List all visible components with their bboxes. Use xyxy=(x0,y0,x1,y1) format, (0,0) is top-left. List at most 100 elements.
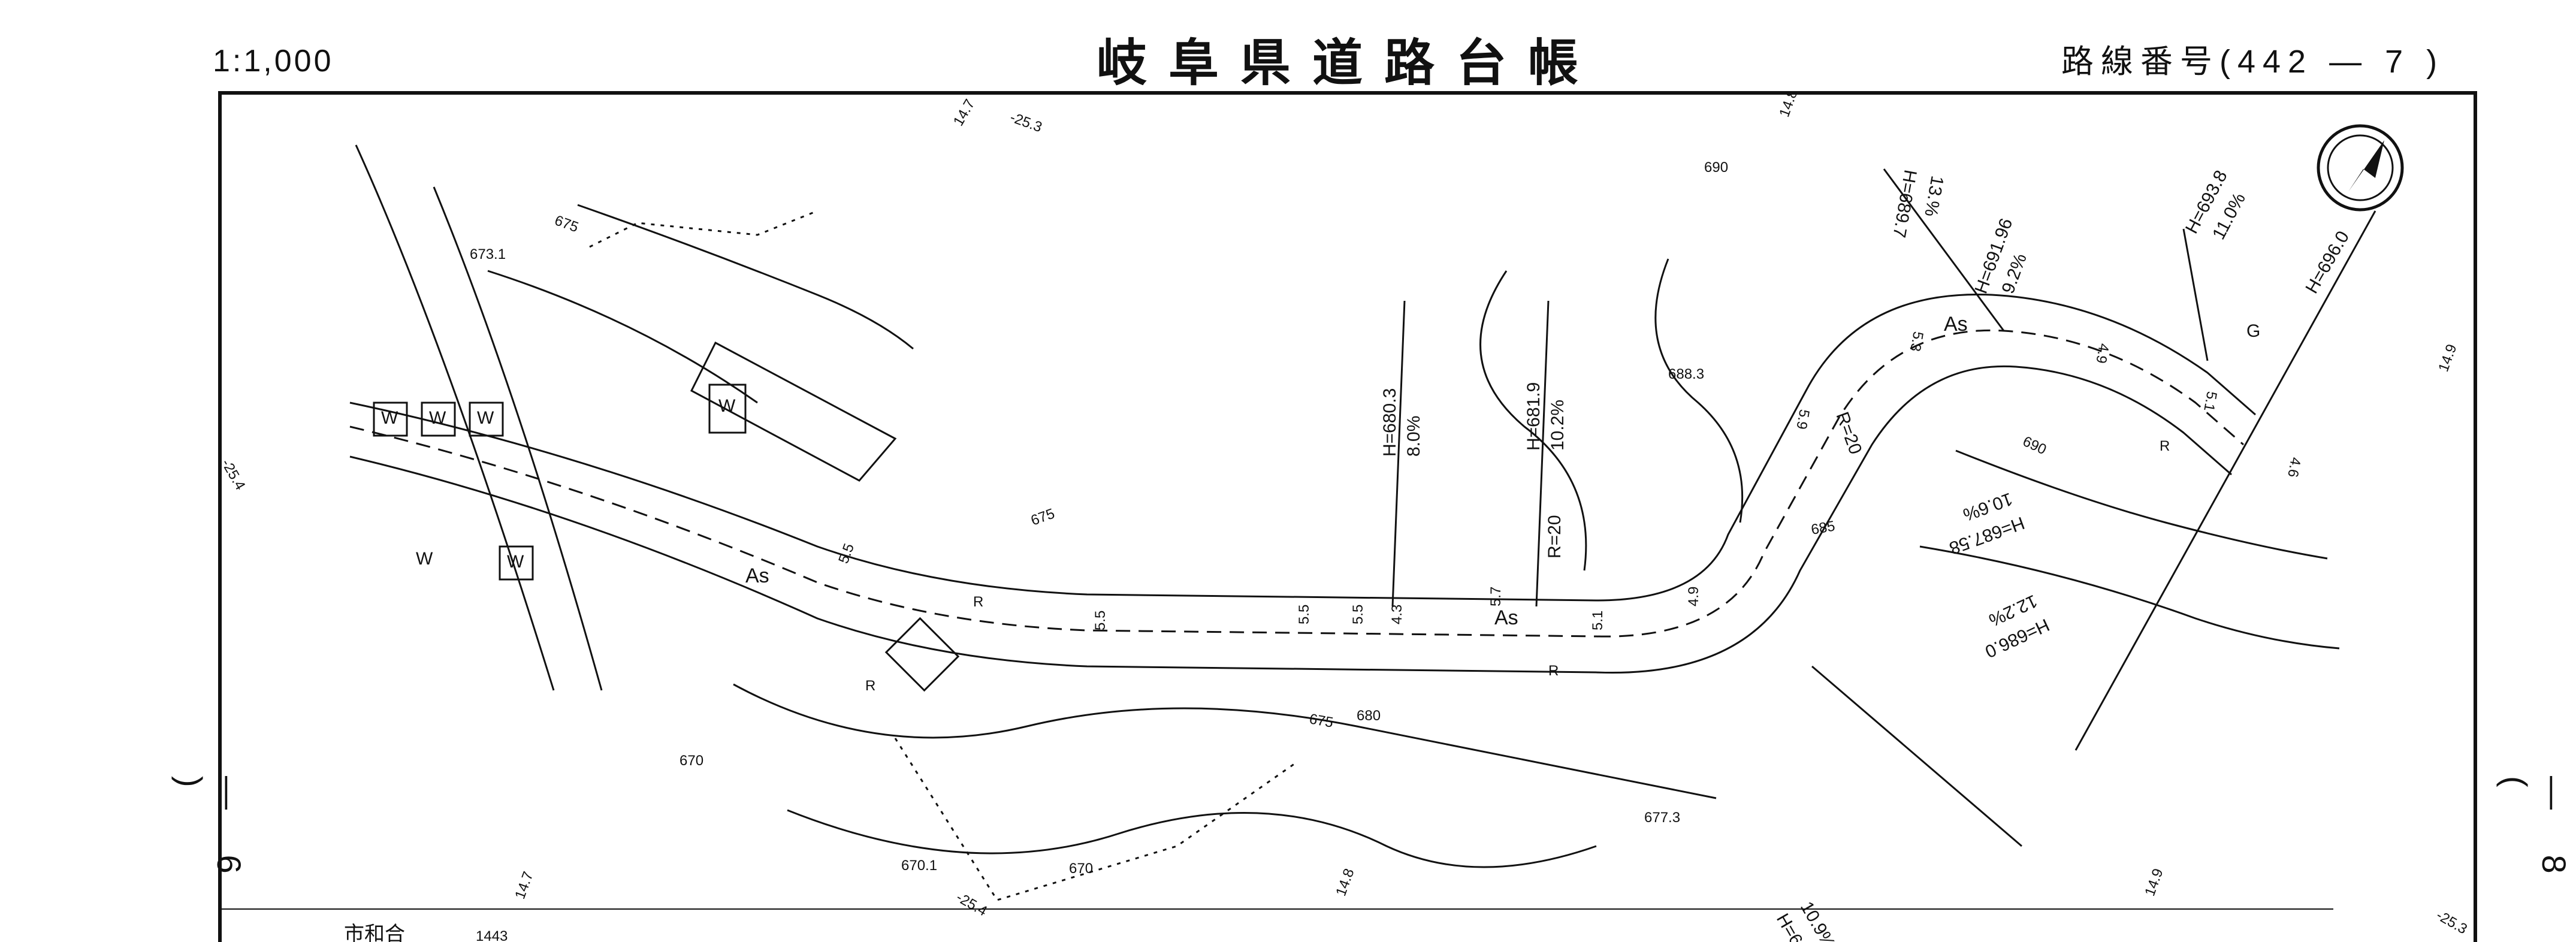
contour-label: 675 xyxy=(1029,506,1057,529)
edge-reference: 14.9 xyxy=(2435,342,2460,374)
road-width: 4.3 xyxy=(1389,605,1405,624)
land-use-label: R xyxy=(1548,663,1559,679)
contour-675 xyxy=(577,204,914,350)
edge-reference: -25.3 xyxy=(2433,907,2470,938)
grade-leader xyxy=(2074,210,2376,751)
road-width: 5.5 xyxy=(1350,605,1366,624)
contour-670-south xyxy=(787,809,1597,868)
grade-leader xyxy=(1883,168,2005,331)
road-centerline xyxy=(349,425,1597,638)
contour-label: 675 xyxy=(1308,711,1334,731)
contour-675-2 xyxy=(487,270,758,404)
grade-percent: 8.0% xyxy=(1404,416,1424,457)
map-scale: 1:1,000 xyxy=(213,44,334,78)
radius-label: R=20 xyxy=(1832,409,1865,457)
grade-leader xyxy=(1535,300,1550,607)
road-width: 5.3 xyxy=(1907,330,1926,353)
land-use-label: W xyxy=(416,549,433,569)
grade-elevation: H=680.3 xyxy=(1380,388,1400,457)
contour-label: 685 xyxy=(1810,518,1836,538)
grade-leader xyxy=(1811,665,2022,847)
road-width: 5.9 xyxy=(1793,408,1812,431)
edge-reference: -25.4 xyxy=(218,457,249,493)
grade-percent: 10.2% xyxy=(1548,400,1568,451)
edge-reference: 14.7 xyxy=(512,869,536,901)
contour-label: 680 xyxy=(1357,708,1381,724)
map-frame xyxy=(218,91,2477,942)
spot-height: 673.1 xyxy=(470,246,506,262)
grade-elevation: H=681.9 xyxy=(1524,382,1544,451)
road-ledger-map: As As As R=20 R=20 H=680.3 8.0% H=681.9 … xyxy=(218,91,2470,942)
grade-leader xyxy=(2182,228,2209,361)
land-use-label: W xyxy=(477,408,494,428)
boundary-dotted xyxy=(589,210,818,248)
road-width: 4.6 xyxy=(2284,456,2303,479)
land-use-label: W xyxy=(429,408,446,428)
surface-label: As xyxy=(1944,313,1968,336)
road-width: 5.5 xyxy=(835,541,857,566)
locality-code: 1443 xyxy=(476,928,508,942)
boundary-dotted xyxy=(894,738,1297,901)
building xyxy=(708,384,747,434)
road-width: 4.9 xyxy=(2092,342,2112,365)
grade-leader xyxy=(1391,300,1406,607)
land-use-label: W xyxy=(381,408,398,428)
north-arrow xyxy=(2317,124,2404,212)
sheet-number-left: — 6 ) xyxy=(171,776,248,892)
road-edge-south xyxy=(349,455,1597,674)
land-use-label: R xyxy=(973,594,983,610)
contour-label: 690 xyxy=(2020,433,2049,458)
road-curve-north-edge xyxy=(1596,293,2256,602)
building xyxy=(373,401,408,437)
road-curve-centerline xyxy=(1596,329,2244,638)
edge-reference: -25.3 xyxy=(1008,109,1044,135)
land-use-label: W xyxy=(718,396,736,416)
grade-elevation: H=696.0 xyxy=(2302,228,2353,297)
road-width: 4.9 xyxy=(1686,587,1702,606)
contour-690 xyxy=(1955,449,2328,560)
grade-elevation: H=687.58 xyxy=(1947,512,2027,558)
building xyxy=(884,617,960,692)
page-title: 岐阜県道路台帳 xyxy=(1097,35,1600,91)
edge-reference: 14.8 xyxy=(1776,91,1801,119)
land-use-label: G xyxy=(2246,321,2260,341)
route-number: 路線番号(442 — 7 ) xyxy=(2061,44,2445,80)
road-width: 5.5 xyxy=(1296,605,1312,624)
contour-685 xyxy=(1479,270,1587,571)
road-width: 5.5 xyxy=(1092,611,1109,630)
road-width: 5.1 xyxy=(2200,390,2219,413)
road-width: 5.1 xyxy=(1590,611,1606,630)
edge-reference: 14.9 xyxy=(2142,866,2166,898)
edge-reference: 14.7 xyxy=(950,96,979,129)
edge-reference: 14.8 xyxy=(1333,866,1357,898)
contour-label: 670 xyxy=(1069,861,1093,877)
grade-percent: 13.% xyxy=(1920,174,1947,218)
contour-685-east xyxy=(1919,545,2340,650)
side-road-west-2 xyxy=(433,186,603,691)
building-long xyxy=(690,341,897,482)
locality-note: 市和合 xyxy=(344,923,405,942)
spot-height: 688.3 xyxy=(1668,366,1704,382)
grade-elevation: H=689.7 xyxy=(1889,168,1920,239)
contour-label: 675 xyxy=(552,212,581,236)
building xyxy=(499,545,534,581)
edge-reference: -25.4 xyxy=(953,889,990,920)
surface-label: As xyxy=(1494,606,1518,629)
contour-688 xyxy=(1654,258,1744,523)
road-curve-south-edge xyxy=(1596,365,2232,674)
spot-height: 670.1 xyxy=(901,858,937,874)
road-edge-north xyxy=(349,401,1597,602)
land-use-label: R xyxy=(865,678,875,694)
contour-670 xyxy=(733,683,1717,799)
contour-label: 690 xyxy=(1704,159,1728,176)
surface-label: As xyxy=(745,564,769,587)
contour-label: 670 xyxy=(680,753,703,769)
radius-label: R=20 xyxy=(1545,515,1565,558)
land-use-label: R xyxy=(2160,438,2170,454)
land-use-label: W xyxy=(507,552,524,572)
sheet-number-right: — 8 ( xyxy=(2496,776,2573,892)
spot-height: 677.3 xyxy=(1644,810,1680,826)
road-width: 5.7 xyxy=(1488,587,1504,606)
building xyxy=(421,401,456,437)
side-road-west xyxy=(355,144,555,691)
